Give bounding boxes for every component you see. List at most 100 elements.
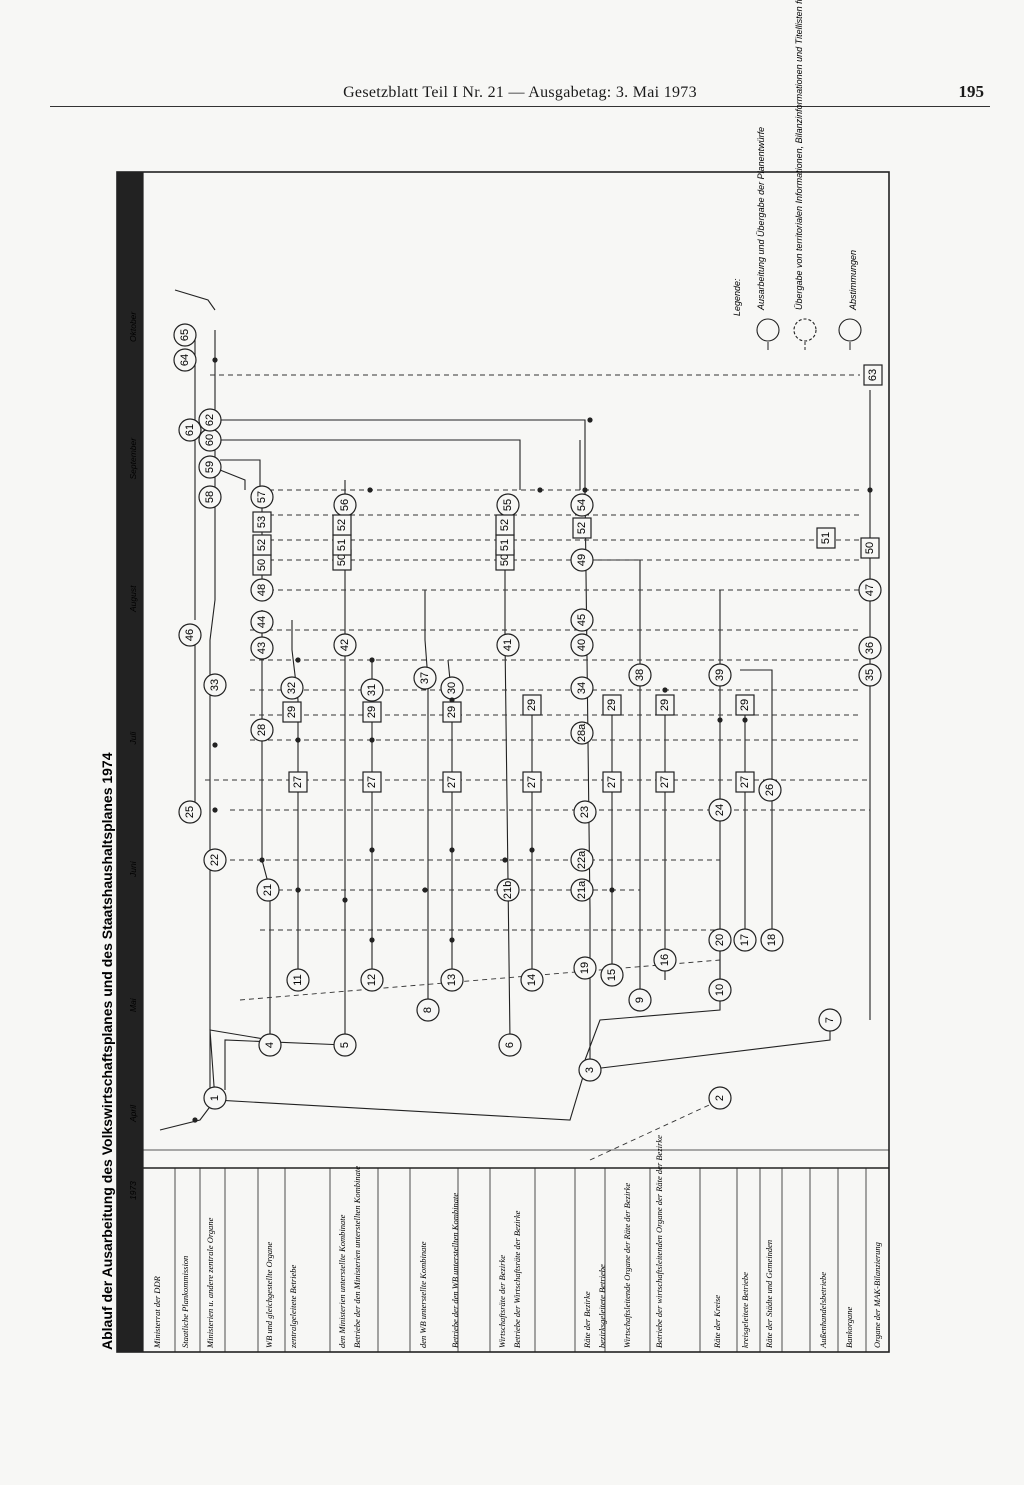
svg-text:57: 57 bbox=[256, 491, 268, 503]
svg-text:59: 59 bbox=[204, 461, 216, 473]
flow-box: 27 bbox=[655, 771, 675, 793]
svg-text:28: 28 bbox=[256, 724, 268, 736]
svg-text:21b: 21b bbox=[502, 881, 514, 899]
row-label: Organe der MAK-Bilanzierung bbox=[872, 1242, 882, 1348]
junction-dot bbox=[867, 487, 873, 493]
row-lines bbox=[142, 1168, 890, 1352]
flow-box: 29 bbox=[442, 701, 462, 723]
svg-text:29: 29 bbox=[366, 706, 378, 718]
svg-text:51: 51 bbox=[499, 539, 511, 551]
flow-node: 48 bbox=[250, 578, 274, 602]
svg-text:50: 50 bbox=[864, 542, 876, 554]
row-label: Räte der Bezirke bbox=[582, 1291, 592, 1349]
legend-item-2: Übergabe von territorialen Informationen… bbox=[794, 0, 804, 310]
flow-box: 29 bbox=[282, 701, 302, 723]
flow-node: 59 bbox=[198, 455, 222, 479]
month-label: April bbox=[128, 1104, 138, 1123]
svg-text:46: 46 bbox=[184, 629, 196, 641]
junction-dot bbox=[449, 697, 455, 703]
junction-dot bbox=[295, 737, 301, 743]
svg-text:52: 52 bbox=[576, 522, 588, 534]
flow-box: 52 bbox=[572, 517, 592, 539]
svg-text:63: 63 bbox=[867, 369, 879, 381]
junction-dot bbox=[502, 857, 508, 863]
svg-text:52: 52 bbox=[256, 539, 268, 551]
flow-node: 22a bbox=[570, 848, 594, 872]
month-label: Oktober bbox=[128, 311, 138, 342]
svg-text:27: 27 bbox=[292, 776, 304, 788]
flow-node: 62 bbox=[198, 408, 222, 432]
gazette-title: Gesetzblatt Teil I Nr. 21 — Ausgabetag: … bbox=[343, 84, 697, 101]
svg-text:15: 15 bbox=[606, 969, 618, 981]
svg-text:29: 29 bbox=[606, 699, 618, 711]
junction-dot bbox=[742, 717, 748, 723]
svg-text:8: 8 bbox=[422, 1007, 434, 1013]
svg-text:42: 42 bbox=[339, 639, 351, 651]
row-label: Räte der Städte und Gemeinden bbox=[764, 1240, 774, 1349]
svg-text:29: 29 bbox=[526, 699, 538, 711]
flow-node: 5 bbox=[333, 1033, 357, 1057]
flow-box: 29 bbox=[522, 694, 542, 716]
svg-text:21: 21 bbox=[262, 884, 274, 896]
flow-node: 4 bbox=[258, 1033, 282, 1057]
title-strip bbox=[117, 172, 143, 1352]
svg-text:22a: 22a bbox=[576, 850, 588, 869]
flow-node: 55 bbox=[496, 493, 520, 517]
svg-text:22: 22 bbox=[209, 854, 221, 866]
flow-box: 27 bbox=[602, 771, 622, 793]
svg-text:4: 4 bbox=[264, 1042, 276, 1048]
svg-text:18: 18 bbox=[766, 934, 778, 946]
svg-text:34: 34 bbox=[576, 682, 588, 694]
flow-node: 61 bbox=[178, 418, 202, 442]
svg-text:1: 1 bbox=[209, 1095, 221, 1101]
flow-box: 63 bbox=[863, 364, 883, 386]
flow-box: 27 bbox=[735, 771, 755, 793]
flow-box: 51 bbox=[332, 534, 352, 556]
flow-node: 28 bbox=[250, 718, 274, 742]
svg-text:27: 27 bbox=[659, 776, 671, 788]
svg-text:33: 33 bbox=[209, 679, 221, 691]
flow-node: 40 bbox=[570, 633, 594, 657]
legend-title: Legende: bbox=[732, 278, 742, 316]
svg-text:11: 11 bbox=[292, 974, 304, 985]
junction-dot bbox=[717, 717, 723, 723]
junction-dot bbox=[295, 657, 301, 663]
flow-node: 42 bbox=[333, 633, 357, 657]
legend-item-3: Abstimmungen bbox=[848, 250, 858, 311]
flow-node: 39 bbox=[708, 663, 732, 687]
flow-box: 51 bbox=[816, 527, 836, 549]
month-label: Juli bbox=[128, 731, 138, 746]
flow-node: 37 bbox=[413, 666, 437, 690]
flow-node: 38 bbox=[628, 663, 652, 687]
svg-text:29: 29 bbox=[739, 699, 751, 711]
svg-text:6: 6 bbox=[504, 1042, 516, 1048]
flow-node: 34 bbox=[570, 676, 594, 700]
row-label: bezirksgeleitete Betriebe bbox=[597, 1264, 607, 1348]
flow-node: 22 bbox=[203, 848, 227, 872]
svg-text:20: 20 bbox=[714, 934, 726, 946]
svg-text:19: 19 bbox=[579, 962, 591, 974]
flow-node: 33 bbox=[203, 673, 227, 697]
flow-node: 36 bbox=[858, 636, 882, 660]
junction-dot bbox=[529, 847, 535, 853]
page-header: Gesetzblatt Teil I Nr. 21 — Ausgabetag: … bbox=[50, 78, 990, 108]
flow-node: 49 bbox=[570, 548, 594, 572]
flow-node: 23 bbox=[573, 800, 597, 824]
flow-node: 13 bbox=[440, 968, 464, 992]
page-number: 195 bbox=[958, 82, 985, 101]
row-label: Wirtschaftsräte der Bezirke bbox=[497, 1255, 507, 1348]
flow-node: 43 bbox=[250, 636, 274, 660]
flow-node: 19 bbox=[573, 956, 597, 980]
flow-node: 21b bbox=[496, 878, 520, 902]
flow-box: 29 bbox=[735, 694, 755, 716]
svg-text:13: 13 bbox=[446, 974, 458, 986]
svg-text:38: 38 bbox=[634, 669, 646, 681]
flow-box: 52 bbox=[332, 514, 352, 536]
row-label: Staatliche Plankommission bbox=[180, 1256, 190, 1348]
flow-box: 29 bbox=[602, 694, 622, 716]
junction-dot bbox=[609, 887, 615, 893]
flow-node: 1 bbox=[203, 1086, 227, 1110]
